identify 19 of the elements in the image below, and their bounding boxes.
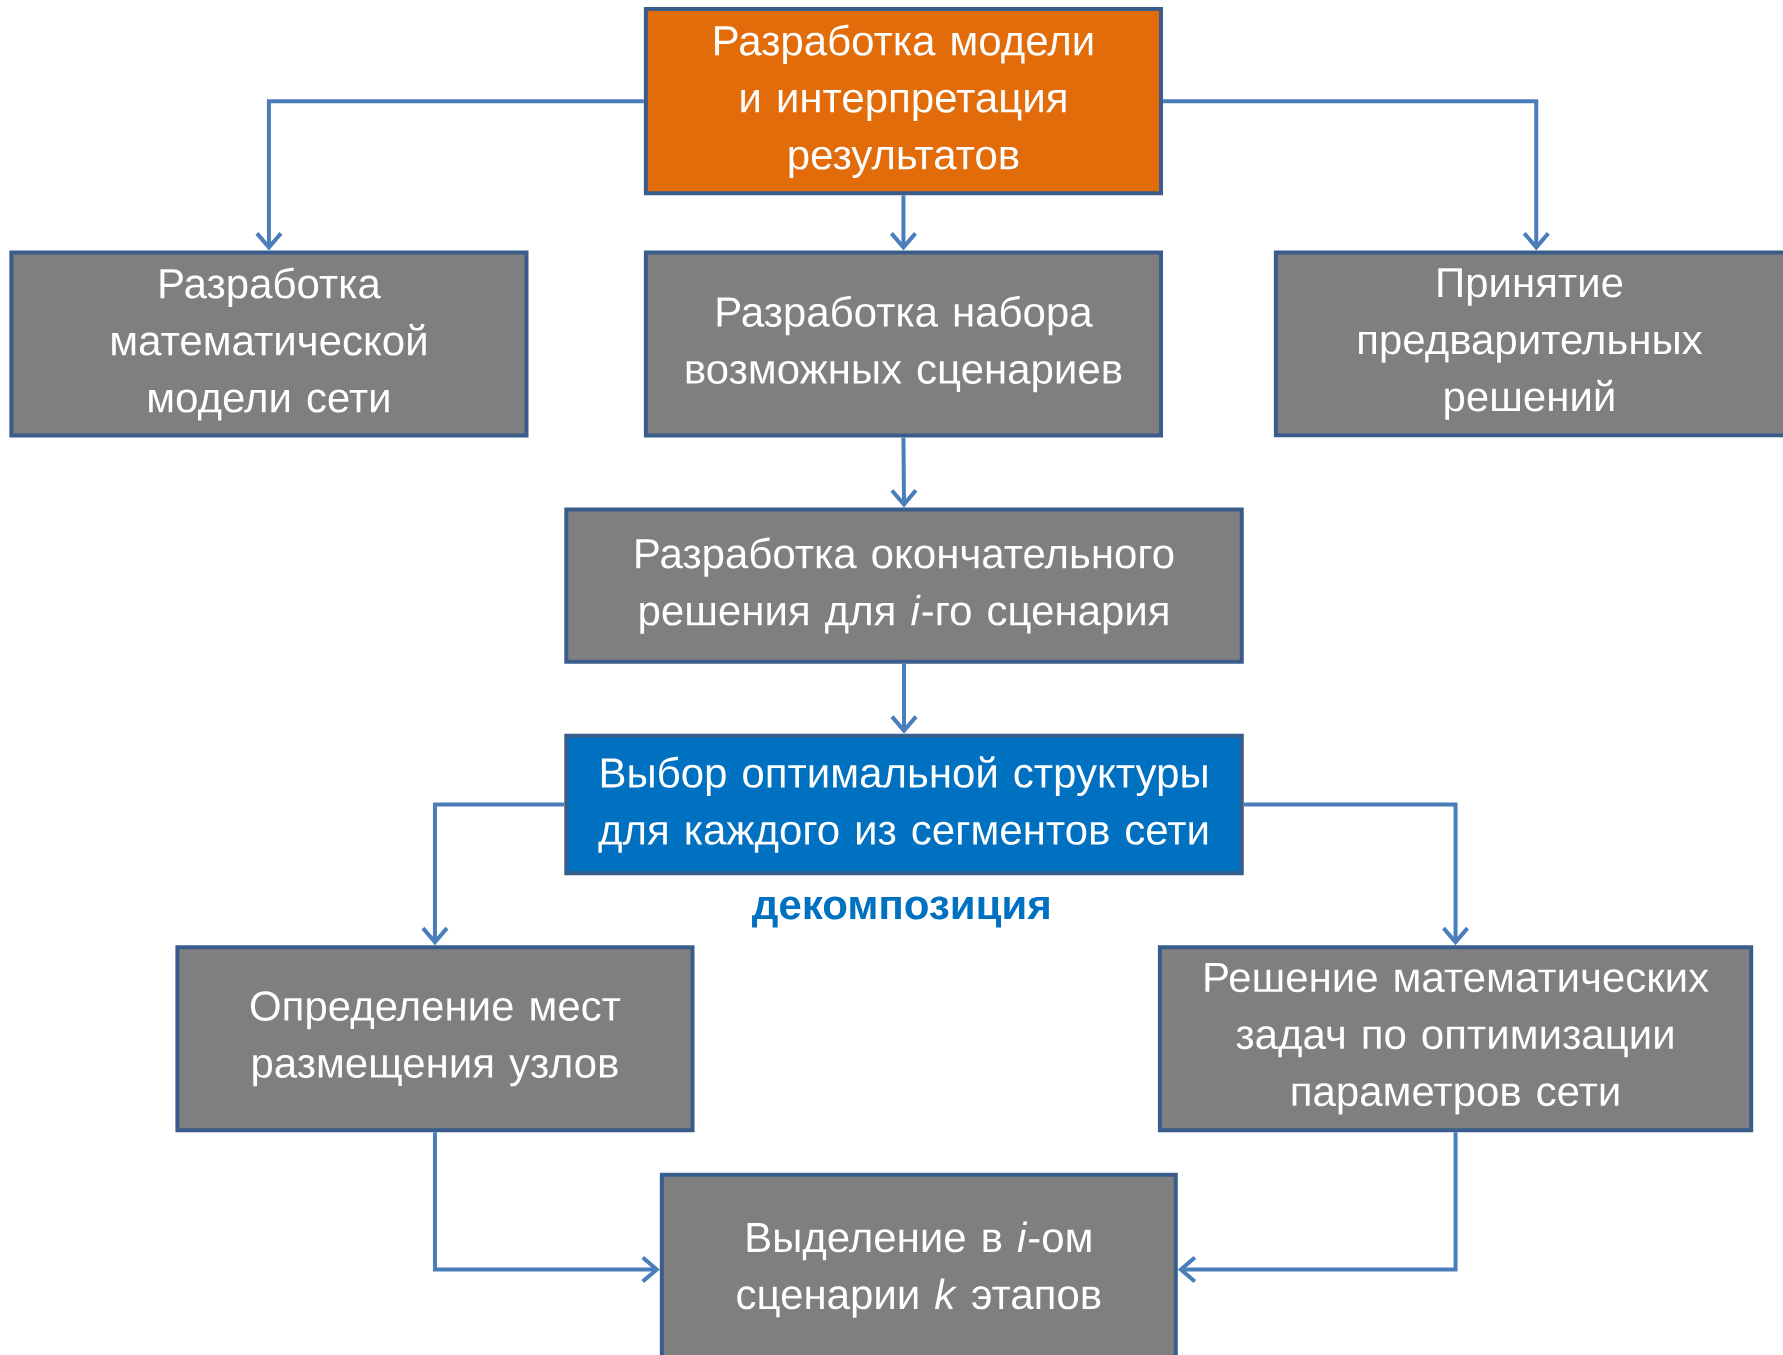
- arrow: [432, 1132, 660, 1283]
- arrow: [1163, 98, 1550, 251]
- arrow: [1177, 1132, 1458, 1283]
- annotation-text: декомпозиция: [752, 896, 1049, 928]
- arrow: [889, 195, 917, 251]
- arrow: [255, 98, 644, 251]
- process-box: Разработка окончательного решения для i-го сценария: [564, 507, 1244, 664]
- process-box: Определение мест размещения узлов: [175, 945, 695, 1133]
- arrow: [890, 437, 918, 508]
- process-box: Решение математических задач по оптимизации параметров сети: [1157, 945, 1754, 1133]
- arrow: [1243, 802, 1470, 945]
- process-box: Выделение в i-ом сценарии k этапов: [659, 1172, 1178, 1355]
- process-box: Разработка модели и интерпретация результатов: [643, 6, 1163, 196]
- process-box: Разработка математической модели сети: [9, 250, 529, 438]
- arrow: [890, 663, 918, 734]
- process-box: Принятие предварительных решений: [1273, 250, 1783, 438]
- process-box: Выбор оптимальной структуры для каждого из сегментов сети: [564, 733, 1244, 876]
- process-box: Разработка набора возможных сценариев: [643, 250, 1163, 438]
- arrow: [421, 802, 565, 945]
